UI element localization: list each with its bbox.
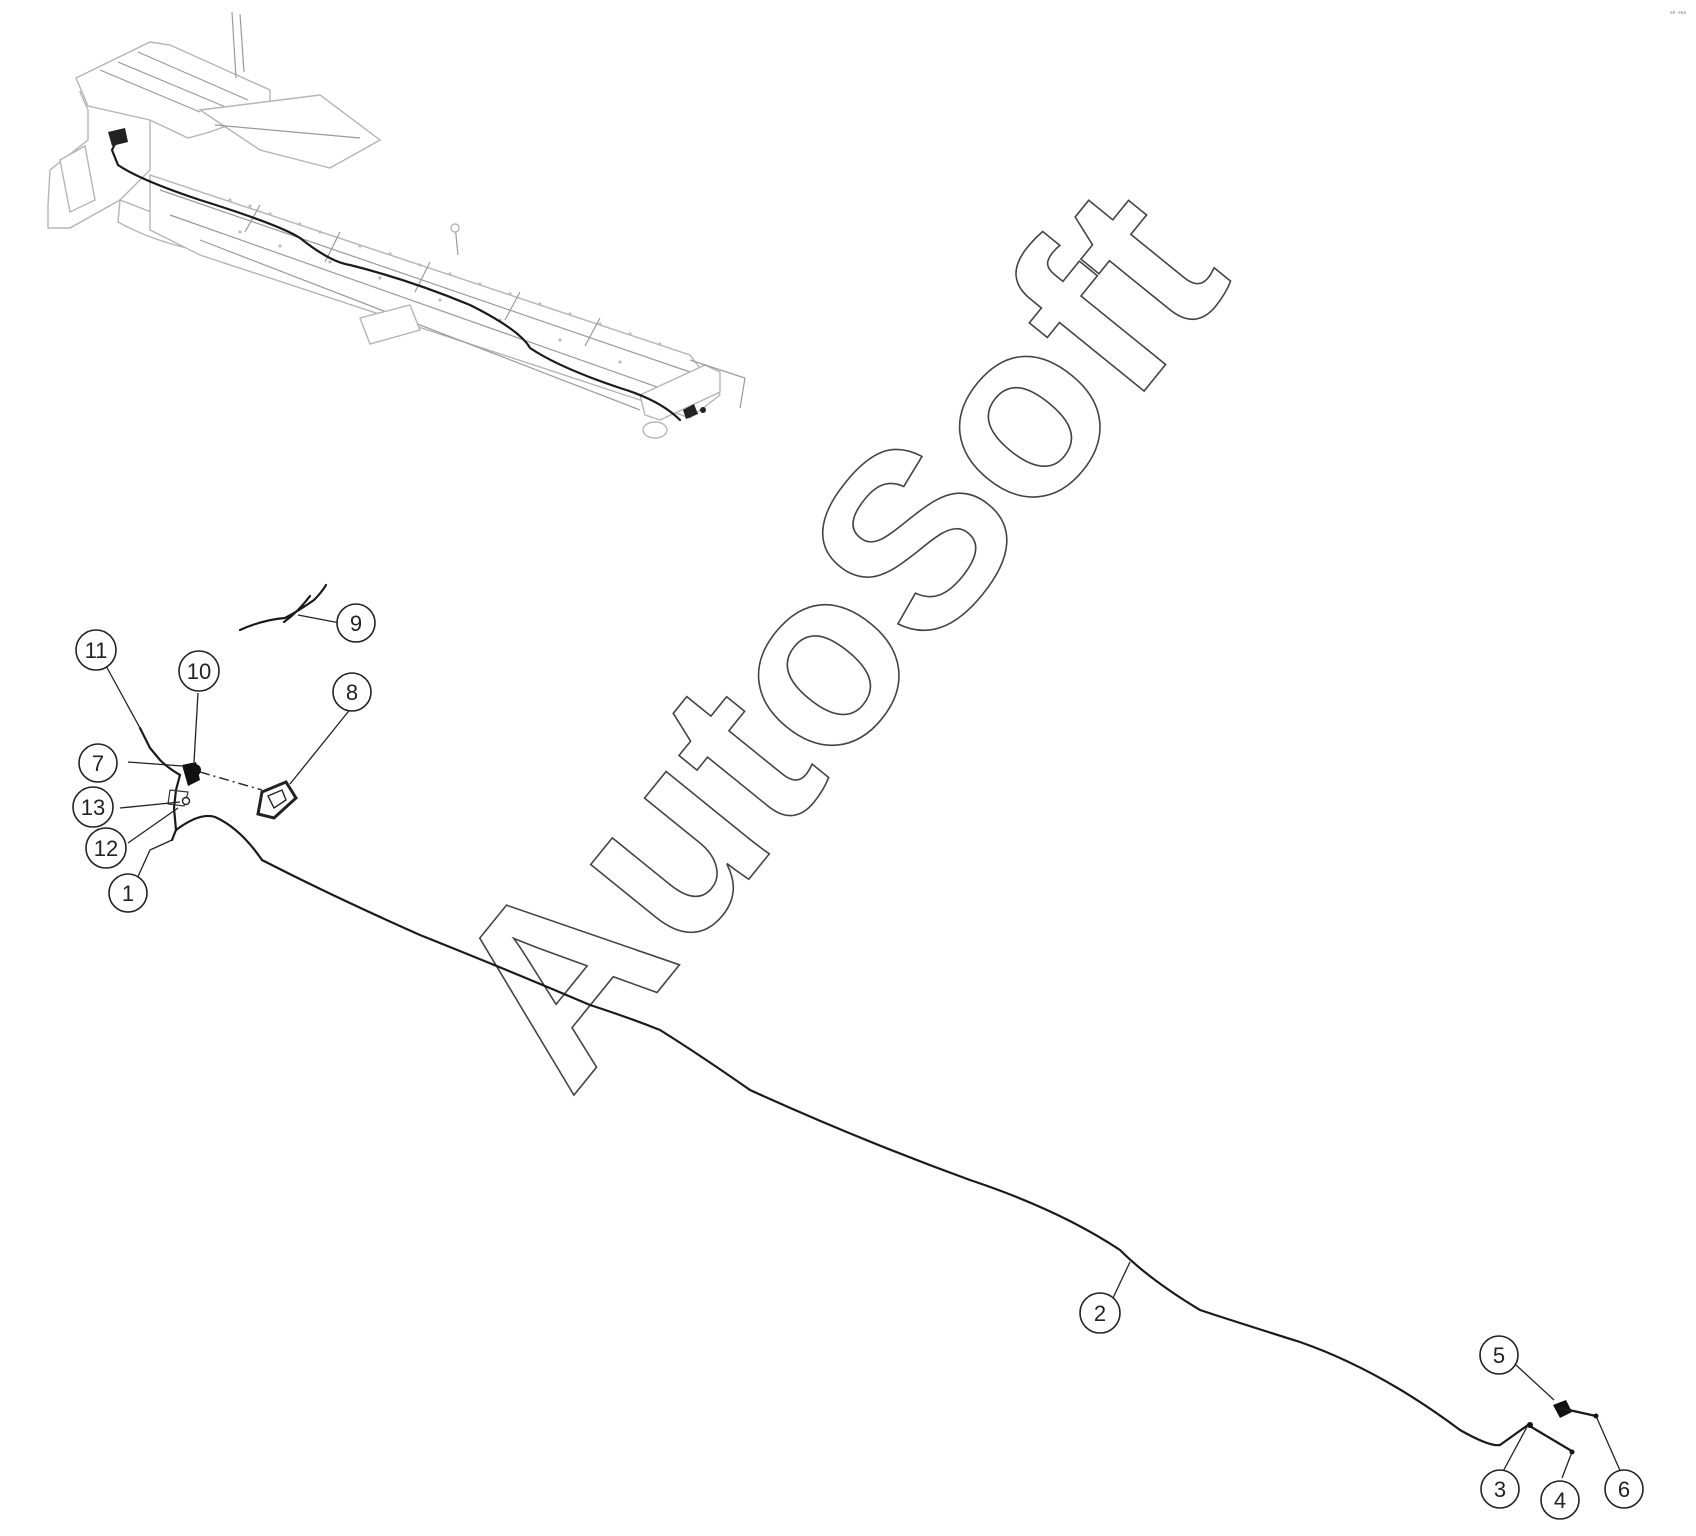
callout-2: 2 bbox=[1079, 1292, 1121, 1334]
truck-chassis-overview bbox=[47, 11, 746, 439]
callout-4: 4 bbox=[1540, 1480, 1580, 1520]
callout-13: 13 bbox=[72, 786, 114, 828]
callout-8: 8 bbox=[332, 672, 372, 712]
corner-mark: ᵃᵇ ᵃᵃᵃ bbox=[1670, 10, 1686, 18]
svg-text:6: 6 bbox=[1618, 1477, 1630, 1502]
callout-11: 11 bbox=[75, 629, 117, 671]
svg-text:11: 11 bbox=[85, 638, 108, 663]
svg-text:10: 10 bbox=[187, 659, 211, 684]
callout-markers: 1 2 3 4 5 6 7 8 9 10 11 12 13 bbox=[72, 603, 1644, 1520]
svg-text:9: 9 bbox=[350, 611, 362, 636]
callout-12: 12 bbox=[85, 827, 127, 869]
callout-9: 9 bbox=[336, 603, 376, 643]
svg-text:7: 7 bbox=[92, 751, 104, 776]
watermark-text: AutoSoft bbox=[394, 138, 1275, 1134]
svg-text:5: 5 bbox=[1493, 1343, 1505, 1368]
svg-text:1: 1 bbox=[122, 881, 134, 906]
main-harness-cable bbox=[170, 814, 1530, 1447]
callout-3: 3 bbox=[1480, 1469, 1520, 1509]
callout-6: 6 bbox=[1604, 1469, 1644, 1509]
jumper-cable-part bbox=[238, 583, 328, 632]
callout-1: 1 bbox=[108, 873, 148, 913]
callout-leaders bbox=[104, 614, 1623, 1479]
svg-text:13: 13 bbox=[81, 795, 105, 820]
svg-text:8: 8 bbox=[346, 680, 358, 705]
svg-text:3: 3 bbox=[1494, 1477, 1506, 1502]
grommet-part bbox=[256, 780, 298, 820]
callout-10: 10 bbox=[178, 650, 220, 692]
callout-7: 7 bbox=[78, 743, 118, 783]
svg-text:12: 12 bbox=[94, 836, 118, 861]
svg-text:2: 2 bbox=[1094, 1301, 1106, 1326]
callout-5: 5 bbox=[1479, 1335, 1519, 1375]
svg-text:4: 4 bbox=[1554, 1488, 1566, 1513]
